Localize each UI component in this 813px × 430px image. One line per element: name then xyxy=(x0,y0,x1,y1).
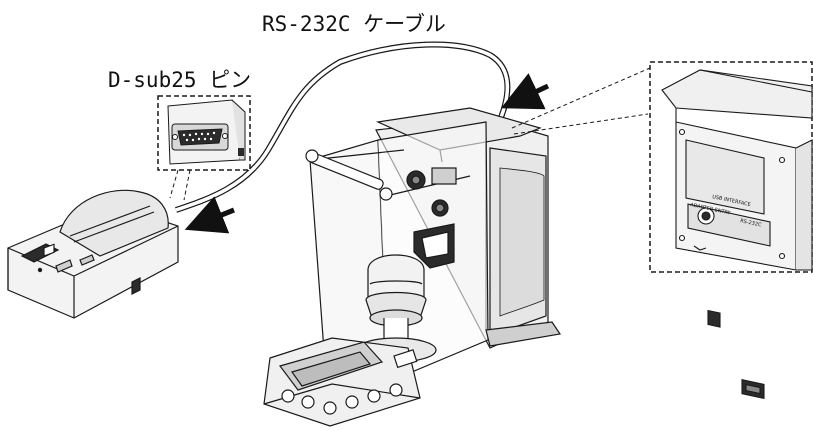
printer-illustration xyxy=(7,189,179,319)
rs232c-port-label: RS-232C xyxy=(740,218,763,228)
rear-panel-detail: USB INTERFACE ADAPTER ENTRY RS-232C xyxy=(649,61,813,400)
analytical-balance xyxy=(263,107,562,427)
balance-connection-arrow xyxy=(500,73,550,110)
rs232c-cable xyxy=(175,41,511,213)
printer-connection-arrow xyxy=(184,196,235,234)
dsub-connector-detail xyxy=(157,95,251,201)
connector-label: D-sub25 ピン xyxy=(108,68,252,92)
cable-label: RS-232C ケーブル xyxy=(262,12,446,36)
